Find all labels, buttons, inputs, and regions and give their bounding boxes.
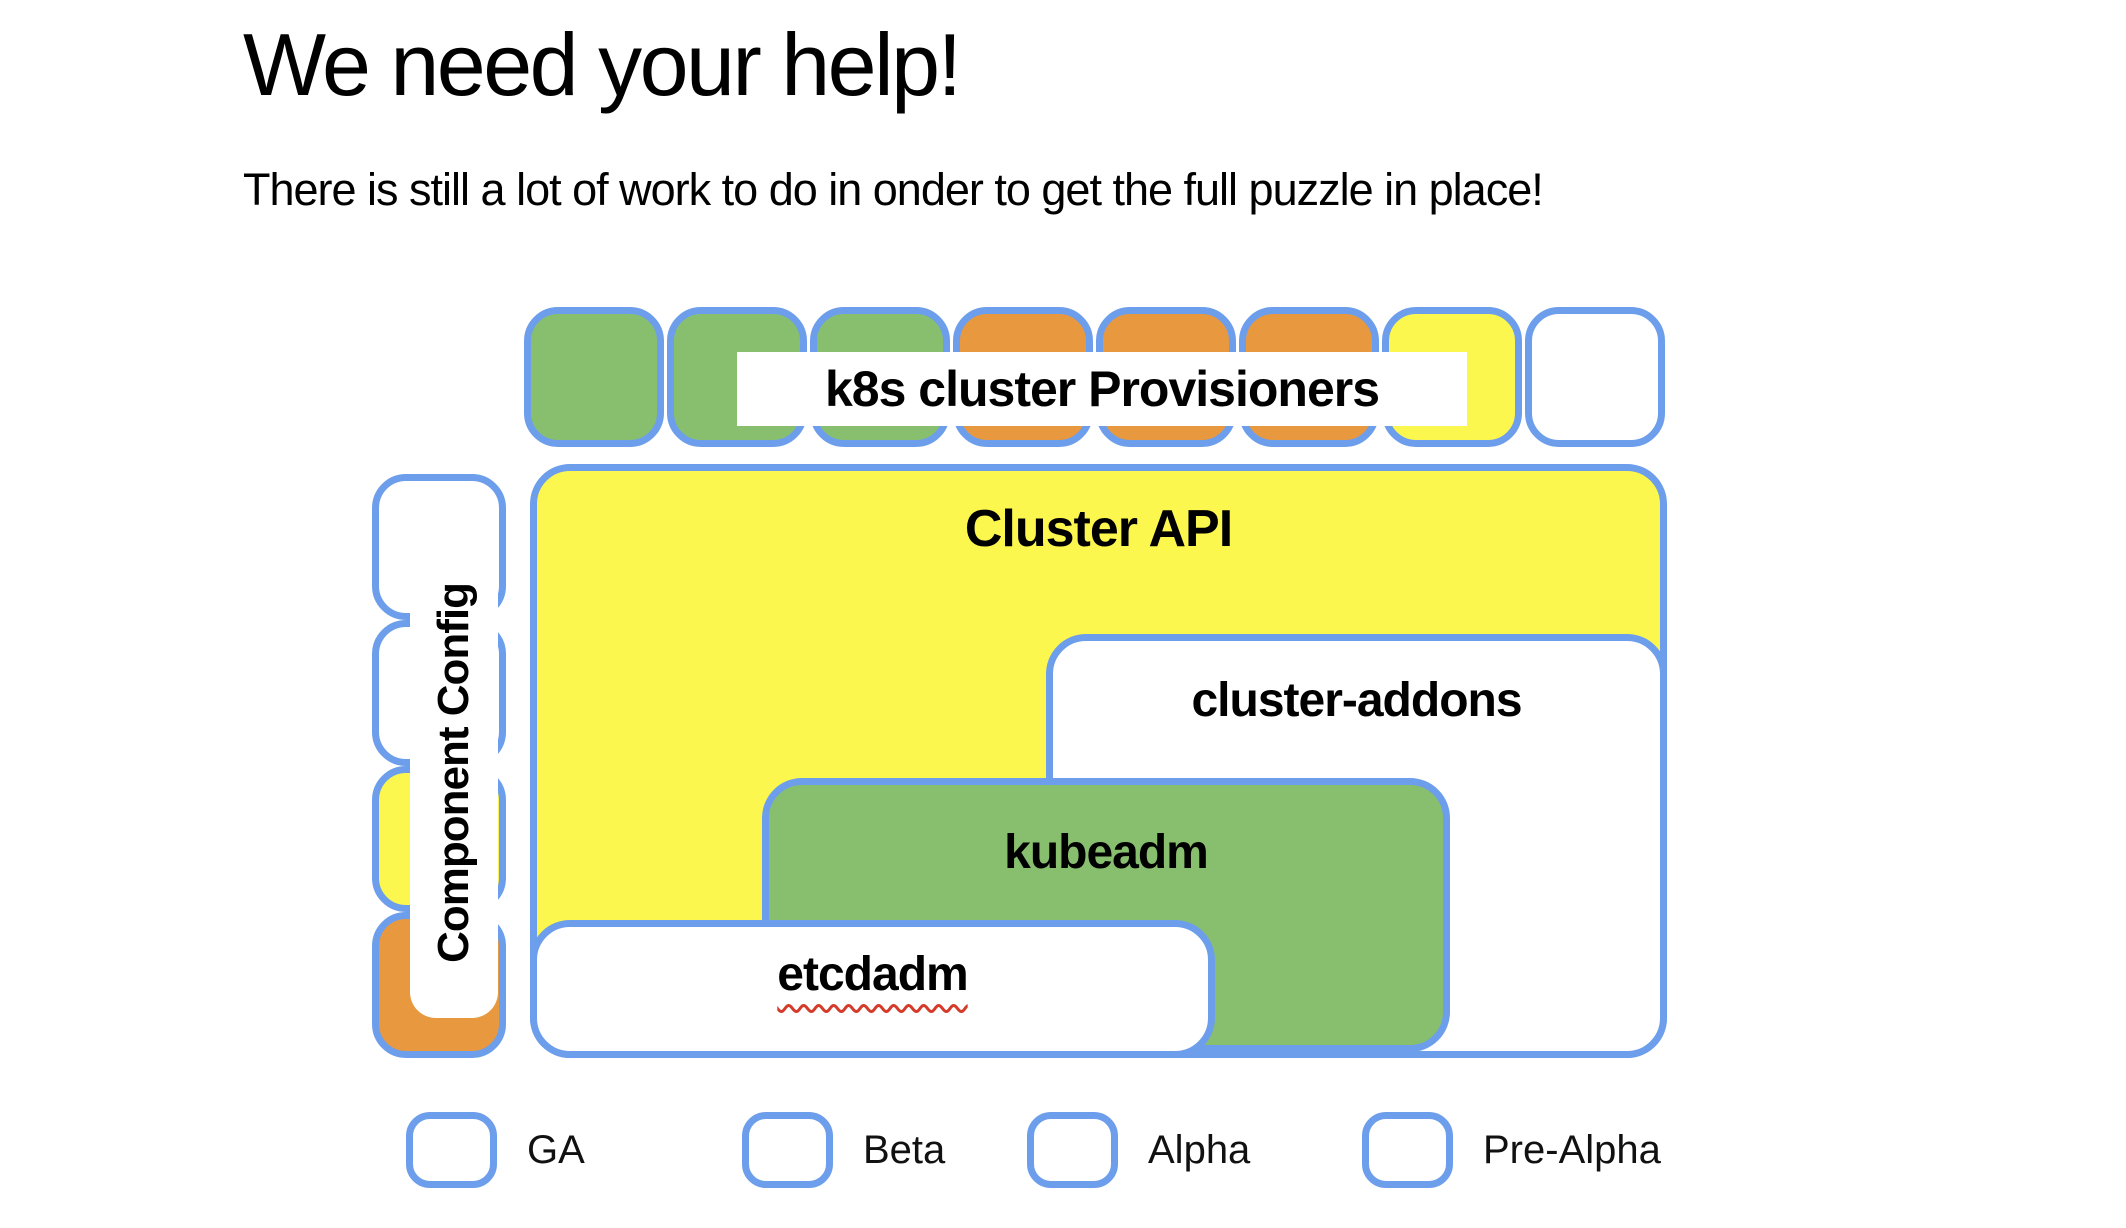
- page-title: We need your help!: [243, 15, 962, 114]
- legend-item: Alpha: [1027, 1112, 1250, 1188]
- provisioners-row-label: k8s cluster Provisioners: [737, 352, 1467, 426]
- legend-label: GA: [527, 1127, 585, 1172]
- legend-item: GA: [406, 1112, 585, 1188]
- etcdadm-box: etcdadm: [530, 920, 1215, 1058]
- kubeadm-label: kubeadm: [1004, 826, 1209, 879]
- legend-label: Alpha: [1148, 1127, 1251, 1172]
- provisioners-label-text: k8s cluster Provisioners: [824, 361, 1380, 417]
- legend-color-swatch: [1027, 1112, 1118, 1188]
- component-config-label: Component Config: [410, 528, 498, 1018]
- legend-label: Beta: [863, 1127, 946, 1172]
- cluster-addons-label: cluster-addons: [1191, 674, 1522, 727]
- legend-color-swatch: [1362, 1112, 1453, 1188]
- page-subtitle: There is still a lot of work to do in on…: [243, 164, 1544, 215]
- etcdadm-label-text-with-spellcheck-squiggle: etcdadm: [777, 948, 968, 1001]
- legend-item: Pre-Alpha: [1362, 1112, 1661, 1188]
- etcdadm-label: etcdadm: [537, 947, 1208, 1002]
- legend-label: Pre-Alpha: [1483, 1127, 1661, 1172]
- legend-color-swatch: [406, 1112, 497, 1188]
- puzzle-piece: [1525, 307, 1665, 447]
- legend-item: Beta: [742, 1112, 945, 1188]
- legend-color-swatch: [742, 1112, 833, 1188]
- cluster-api-label: Cluster API: [964, 500, 1233, 558]
- puzzle-piece: [524, 307, 664, 447]
- component-config-label-text: Component Config: [429, 583, 478, 963]
